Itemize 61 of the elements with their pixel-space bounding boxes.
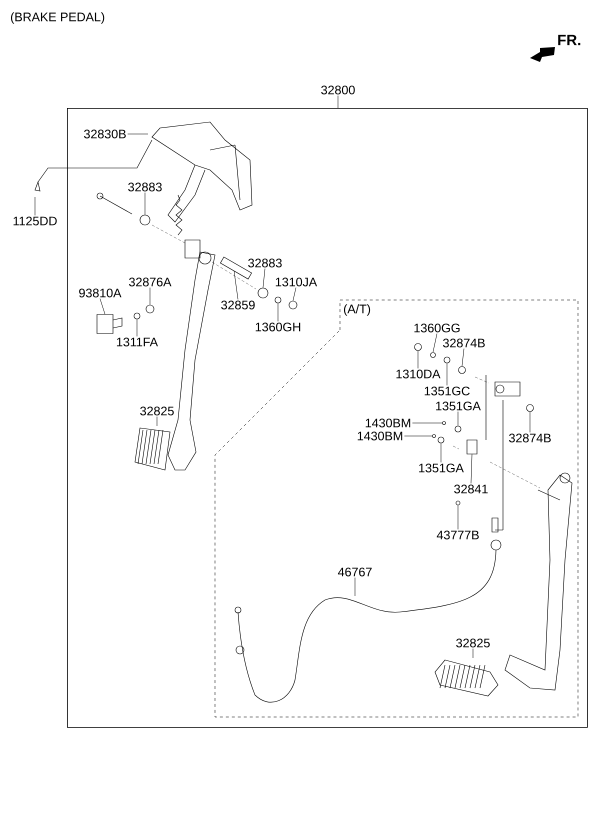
callout-number: 46767 — [338, 568, 372, 576]
leader-line — [156, 416, 158, 426]
leader-line — [472, 648, 474, 658]
callout-number: 32841 — [454, 484, 488, 494]
washer-part — [146, 304, 154, 314]
callout-number: 32883 — [128, 182, 162, 192]
washer-part — [438, 436, 444, 444]
leader-line — [462, 348, 464, 366]
callout-number: 1351GA — [419, 464, 464, 472]
washer-part — [454, 426, 462, 432]
callout-number: 32825 — [456, 638, 490, 648]
leader-line — [136, 319, 138, 337]
leader-line — [100, 298, 106, 314]
callout-number: 32874B — [509, 434, 551, 442]
callout-number: 32830B — [84, 130, 126, 138]
callout-number: 1360GH — [256, 322, 300, 332]
callout-number: 1311FA — [116, 338, 158, 346]
washer-part — [414, 343, 422, 351]
leader-line — [432, 333, 438, 352]
leader-line — [262, 268, 266, 288]
washer-part — [430, 352, 436, 358]
leader-line — [412, 422, 442, 424]
callout-number: 1351GA — [436, 402, 481, 410]
bracket-part — [466, 440, 478, 454]
washer-part — [456, 500, 460, 506]
washer-part — [258, 288, 268, 298]
callout-number: 1310JA — [276, 278, 318, 286]
callout-number: 1360GG — [414, 324, 460, 332]
callout-number: 1310DA — [396, 370, 440, 378]
direction-label: FR. — [558, 34, 580, 46]
callout-number: 32876A — [129, 278, 172, 286]
bracket-part — [96, 314, 114, 334]
leader-line — [446, 363, 448, 386]
callout-number: 32859 — [221, 300, 255, 310]
leader-line — [292, 287, 296, 301]
callout-number: 32800 — [321, 86, 355, 94]
callout-number: 32883 — [248, 258, 282, 268]
callout-number: 1351GC — [424, 386, 470, 396]
washer-part — [140, 214, 150, 226]
callout-number: 1430BM — [366, 418, 410, 428]
callout-number: 1430BM — [358, 432, 402, 440]
washer-part — [444, 356, 450, 364]
leader-line — [354, 577, 356, 596]
washer-part — [274, 296, 282, 304]
washer-part — [288, 300, 298, 310]
washer-part — [526, 404, 534, 412]
washer-part — [432, 434, 436, 438]
callout-number: 1125DD — [14, 216, 57, 226]
leader-line — [144, 192, 146, 215]
callout-number: 93810A — [79, 288, 122, 298]
diagram-title: (BRAKE PEDAL) — [10, 12, 104, 24]
leader-line — [440, 443, 442, 463]
washer-part — [134, 312, 140, 320]
washer-part — [442, 421, 446, 425]
callout-number: 32825 — [140, 406, 174, 416]
washer-part — [458, 366, 466, 374]
leader-line — [234, 271, 238, 300]
callout-number: 43777B — [436, 530, 479, 540]
callout-number: 32874B — [443, 338, 485, 348]
leader-line — [34, 196, 36, 216]
leader-line — [470, 454, 472, 484]
